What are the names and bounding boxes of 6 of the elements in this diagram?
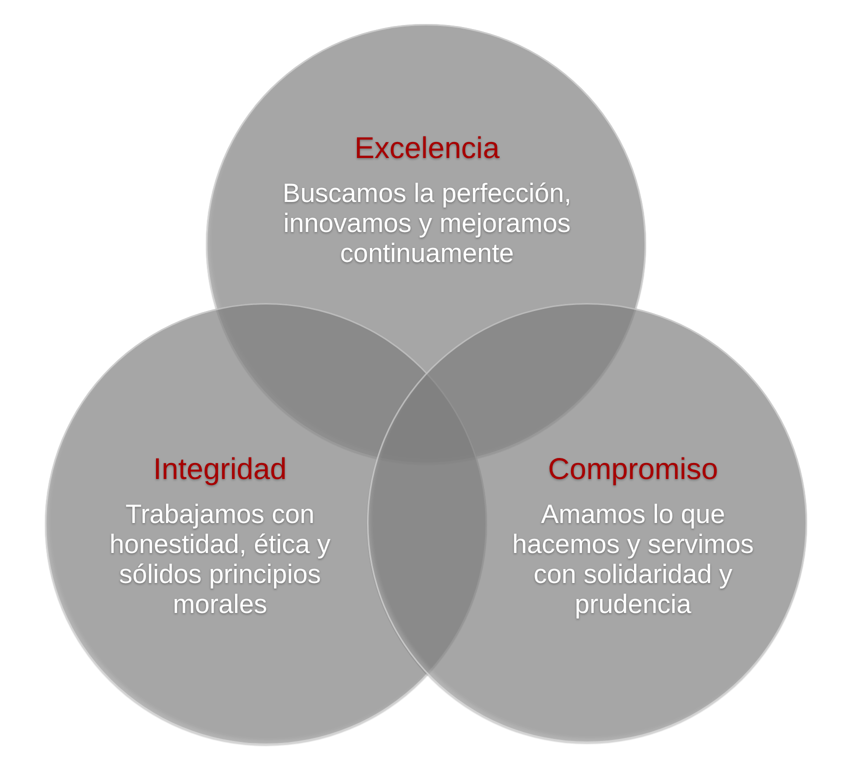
circle-title: Excelencia: [354, 132, 500, 166]
circle-title: Integridad: [153, 453, 287, 487]
circle-description: Amamos lo que hacemos y servimos con solidaridad y prudencia: [511, 499, 755, 619]
circle-description: Trabajamos con honestidad, ética y sólidos principios morales: [108, 499, 332, 619]
circle-title: Compromiso: [548, 453, 718, 487]
circle-description: Buscamos la perfección, innovamos y mejoramos continuamente: [282, 178, 572, 268]
